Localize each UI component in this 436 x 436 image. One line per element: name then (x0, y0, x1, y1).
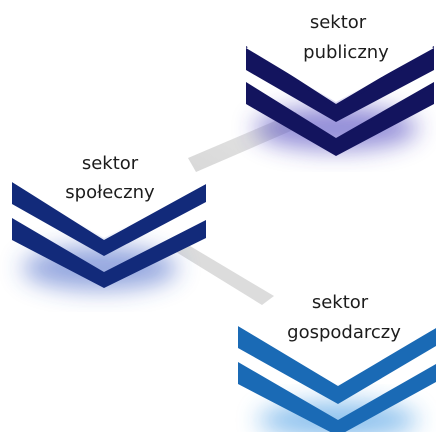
chevron-bottom-thick (246, 84, 434, 156)
node-label-line2: społeczny (65, 182, 155, 203)
chevron-bottom-thick (238, 362, 436, 436)
top-face (12, 142, 206, 238)
node-sektor-spoleczny: sektor społeczny (12, 142, 206, 290)
node-label-line1: sektor (310, 12, 367, 33)
node-label-line2: gospodarczy (287, 322, 401, 343)
node-label-line2: publiczny (303, 42, 389, 63)
top-face (238, 284, 436, 384)
node-sektor-publiczny: sektor publiczny (246, 8, 434, 156)
top-face (246, 8, 434, 102)
chevron-top-thick (238, 326, 436, 404)
chevron-bottom-thick (12, 218, 206, 288)
node-sektor-gospodarczy: sektor gospodarczy (238, 284, 436, 436)
connector-spoleczny-gospodarczy (176, 246, 274, 305)
chevron-top-thick (246, 50, 434, 122)
chevron-top-thick (12, 182, 206, 256)
node-label-line1: sektor (82, 153, 139, 174)
node-label-line1: sektor (312, 292, 369, 313)
